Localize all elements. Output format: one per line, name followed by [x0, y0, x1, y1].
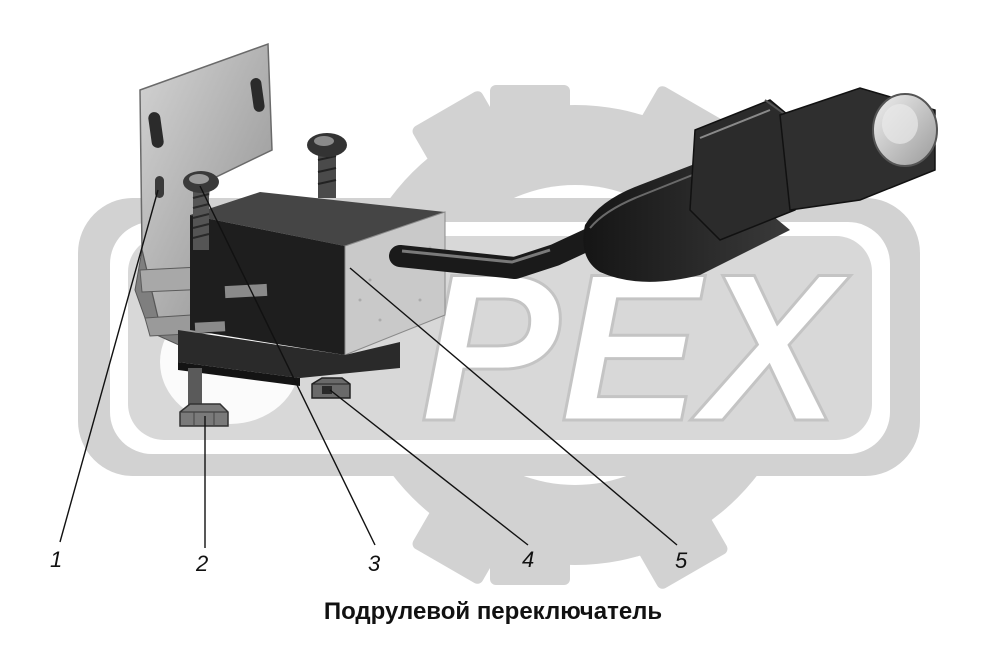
- callout-label-1: 1: [50, 547, 63, 572]
- rear-screw: [307, 133, 347, 198]
- hex-nut-left: [179, 403, 229, 427]
- callout-label-4: 4: [522, 547, 535, 572]
- leader-lines: [59, 185, 678, 548]
- lever-knob: [872, 93, 938, 167]
- lever-handle: [583, 87, 936, 282]
- callout-label-2: 2: [196, 551, 209, 576]
- switch-body: [178, 192, 446, 386]
- leader-line-1: [59, 189, 159, 543]
- front-screw: [183, 171, 219, 250]
- figure-caption: Подрулевой переключатель: [323, 598, 663, 625]
- hex-nut-right: [311, 377, 351, 399]
- leader-line-5: [349, 267, 678, 546]
- lever-stalk: [389, 225, 607, 279]
- callout-label-3: 3: [368, 551, 381, 576]
- screw-stud-bottom: [188, 368, 202, 408]
- leader-line-3: [199, 185, 376, 546]
- callout-label-5: 5: [675, 548, 688, 573]
- leader-line-4: [329, 389, 529, 546]
